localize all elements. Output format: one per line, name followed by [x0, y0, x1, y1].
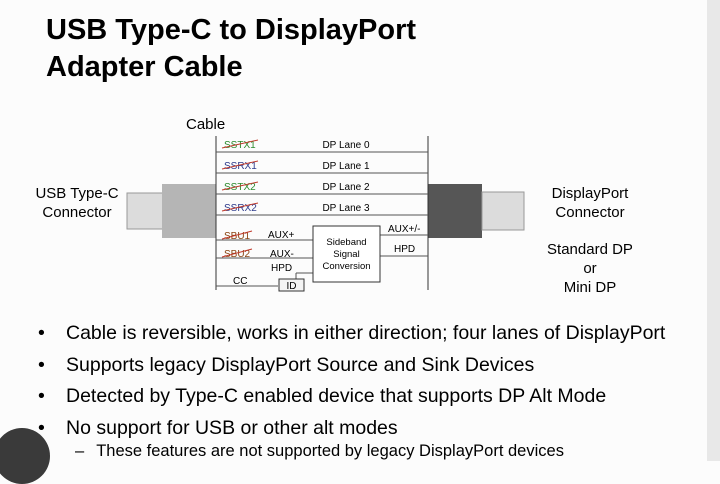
aux-minus-label: AUX- — [270, 249, 294, 260]
pin-ssrx2: SSRX2 — [224, 203, 257, 214]
converter-line-3: Conversion — [322, 261, 370, 272]
dp-plug-body — [428, 184, 482, 238]
lane-3-label: DP Lane 3 — [322, 203, 370, 214]
pin-sbu2: SBU2 — [224, 249, 251, 260]
dp-plug-tip — [481, 191, 525, 231]
lane-1-label: DP Lane 1 — [322, 161, 370, 172]
id-label: ID — [287, 281, 297, 292]
bullet-text: No support for USB or other alt modes — [66, 416, 398, 439]
list-item: • Detected by Type-C enabled device that … — [38, 381, 665, 413]
usb-connector-line-1: USB Type-C — [35, 185, 119, 202]
sideband-converter-box — [312, 225, 381, 283]
pin-ssrx1: SSRX1 — [224, 161, 257, 172]
sub-bullet: –These features are not supported by leg… — [75, 442, 564, 461]
dp-connector-label: DisplayPort Connector — [535, 184, 645, 222]
hpd-out-label: HPD — [394, 244, 415, 255]
dp-variant-or: or — [583, 260, 597, 277]
dp-variant-standard: Standard DP — [547, 241, 633, 258]
strike-ssrx1 — [221, 160, 259, 170]
dp-connector-line-2: Connector — [555, 204, 625, 221]
id-box — [278, 278, 305, 292]
strike-ssrx2 — [221, 202, 259, 212]
page-title: USB Type-C to DisplayPort Adapter Cable — [46, 12, 416, 86]
bullet-text: Supports legacy DisplayPort Source and S… — [66, 353, 535, 376]
strike-sbu1 — [221, 230, 253, 240]
cc-label: CC — [233, 276, 247, 287]
strike-sbu2 — [221, 248, 253, 258]
right-edge-strip — [707, 0, 720, 461]
bullet-dot: • — [38, 322, 45, 344]
title-line-1: USB Type-C to DisplayPort — [46, 14, 417, 46]
aux-plus-label: AUX+ — [268, 230, 295, 241]
dp-variant-mini: Mini DP — [563, 279, 617, 296]
strike-sstx2 — [221, 181, 259, 191]
bullet-text: Cable is reversible, works in either dir… — [66, 322, 666, 344]
dp-variants-label: Standard DP or Mini DP — [535, 240, 645, 297]
bullet-dot: • — [38, 353, 45, 376]
cable-label: Cable — [186, 116, 226, 133]
avatar[interactable] — [0, 428, 50, 484]
converter-line-1: Sideband — [326, 237, 366, 248]
bullet-dot: • — [38, 416, 45, 439]
title-line-2: Adapter Cable — [46, 51, 243, 83]
feature-list: • Cable is reversible, works in either di… — [38, 318, 665, 444]
list-item: • No support for USB or other alt modes — [38, 413, 665, 445]
usb-connector-line-2: Connector — [42, 204, 112, 221]
hpd-in-label: HPD — [271, 263, 292, 274]
usb-plug-tip — [126, 192, 164, 230]
sub-bullet-dash: – — [75, 442, 85, 460]
pin-sstx1: SSTX1 — [224, 140, 256, 151]
aux-out-label: AUX+/- — [388, 224, 421, 235]
pin-sstx2: SSTX2 — [224, 182, 256, 193]
list-item: • Supports legacy DisplayPort Source and … — [38, 350, 665, 382]
strike-sstx1 — [221, 139, 259, 149]
lane-2-label: DP Lane 2 — [322, 182, 370, 193]
sub-bullet-text: These features are not supported by lega… — [96, 442, 564, 460]
bullet-dot: • — [38, 385, 45, 407]
dp-connector-line-1: DisplayPort — [551, 185, 629, 202]
lane-0-label: DP Lane 0 — [322, 140, 370, 151]
list-item: • Cable is reversible, works in either di… — [38, 318, 665, 350]
converter-line-2: Signal — [333, 249, 359, 260]
usb-plug-body — [162, 184, 216, 238]
pin-sbu1: SBU1 — [224, 231, 251, 242]
usb-connector-label: USB Type-C Connector — [22, 184, 132, 222]
cable-diagram: DP Lane 0 DP Lane 1 DP Lane 2 DP Lane 3 … — [126, 136, 525, 292]
bullet-text: Detected by Type-C enabled device that s… — [66, 385, 607, 407]
